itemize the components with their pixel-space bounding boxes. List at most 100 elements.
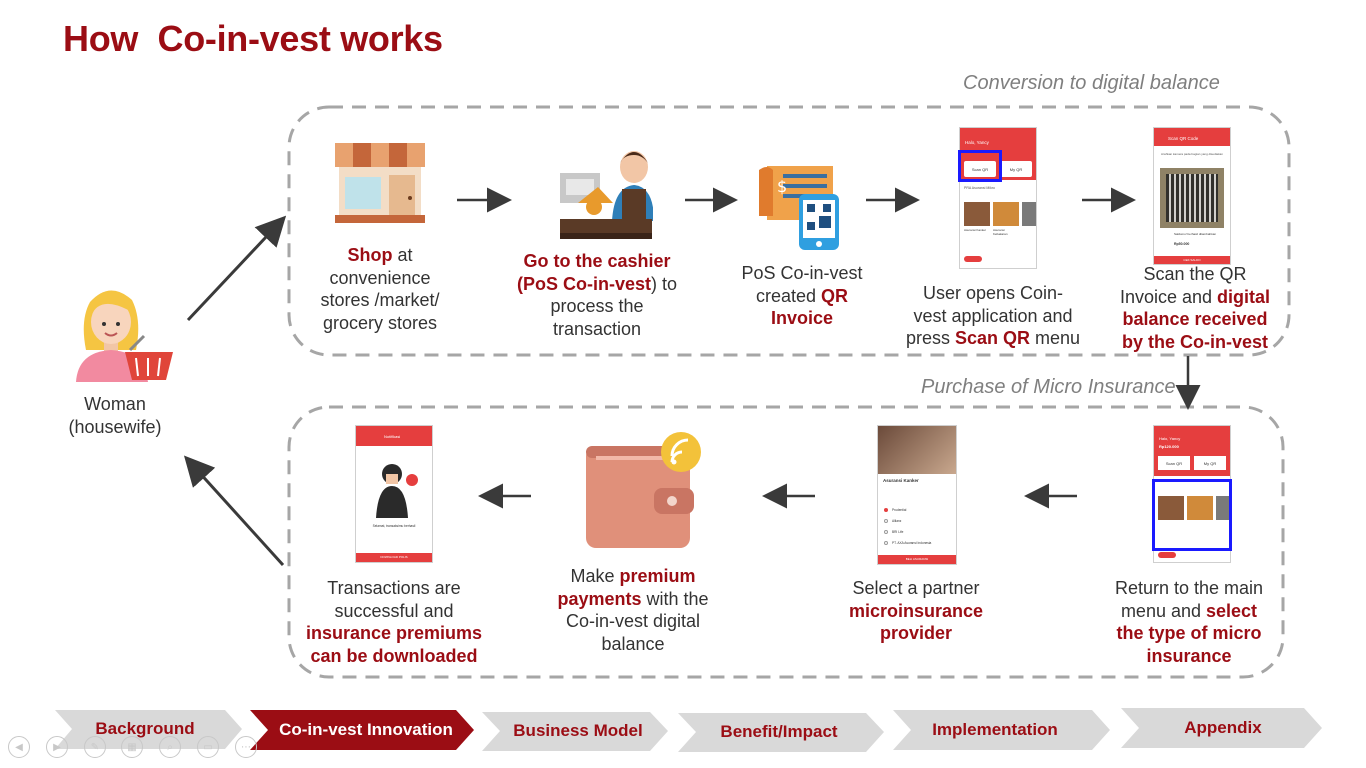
- caption-highlight: insurance: [1146, 645, 1232, 666]
- caption-segment: stores /market/: [320, 290, 440, 310]
- wallet-icon: [586, 432, 701, 548]
- svg-text:$: $: [777, 177, 787, 196]
- caption-highlight: can be downloaded: [310, 645, 478, 666]
- caption-line: successful and: [296, 600, 492, 623]
- caption-line: convenience: [300, 267, 460, 290]
- caption-segment: Co-in-vest digital: [565, 611, 701, 631]
- nav-tab-implementation[interactable]: Implementation: [932, 720, 1058, 739]
- nav-tab-business-model[interactable]: Business Model: [513, 721, 643, 740]
- caption-line: (PoS Co-in-vest) to: [507, 273, 687, 296]
- app-screen-scan: Scan QR Code Arahkan kamera pada bagian …: [1153, 127, 1231, 265]
- caption-segment: transaction: [552, 318, 642, 339]
- woman-label: Woman (housewife): [68, 394, 162, 437]
- caption-segment: PoS Co-in-vest: [741, 263, 863, 283]
- caption-line: Transactions are: [296, 577, 492, 600]
- caption-highlight: premium: [619, 566, 696, 586]
- caption-segment: menu: [1030, 328, 1081, 348]
- caption-line: vest application and: [900, 305, 1086, 328]
- caption-segment: convenience: [329, 267, 431, 288]
- nav-tab-background[interactable]: Background: [95, 719, 195, 738]
- caption-segment: User opens Coin-: [922, 283, 1064, 303]
- caption-highlight: Scan QR: [954, 328, 1031, 348]
- caption-line: press Scan QR menu: [900, 327, 1086, 350]
- qr-invoice-icon: $: [759, 166, 839, 250]
- caption-line: balance received: [1105, 308, 1285, 331]
- caption-line: insurance: [1099, 645, 1279, 668]
- caption-segment: created: [755, 285, 822, 306]
- caption-line: stores /market/: [300, 289, 460, 312]
- caption-segment: with the: [641, 588, 709, 609]
- caption-highlight: select: [1206, 600, 1258, 621]
- caption-segment: press: [905, 328, 955, 348]
- zoom-icon[interactable]: ⌕: [159, 736, 181, 758]
- caption-segment: successful and: [334, 600, 454, 621]
- insurance-photo: [878, 426, 956, 474]
- pen-icon[interactable]: ✎: [84, 736, 106, 758]
- caption-line: the type of micro: [1099, 622, 1279, 645]
- caption-highlight: insurance premiums: [305, 623, 483, 643]
- qr-code-icon: [1166, 174, 1218, 222]
- caption-line: transaction: [507, 318, 687, 341]
- insurance-type-highlight: [1152, 479, 1232, 551]
- caption-line: can be downloaded: [296, 645, 492, 668]
- screen-icon[interactable]: ▭: [197, 736, 219, 758]
- nav-tab-benefit-impact[interactable]: Benefit/Impact: [720, 722, 838, 741]
- caption-line: Co-in-vest digital: [540, 610, 726, 633]
- caption-segment: Transactions are: [327, 578, 461, 598]
- caption-highlight: digital: [1217, 286, 1271, 307]
- my-qr-button[interactable]: My QR: [1000, 161, 1032, 177]
- caption-line: payments with the: [540, 588, 726, 611]
- caption-line: Shop at: [300, 244, 460, 267]
- caption-line: Return to the main: [1099, 577, 1279, 600]
- scan-qr-button[interactable]: Scan QR: [1158, 456, 1190, 470]
- caption-line: process the: [507, 295, 687, 318]
- caption-line: microinsurance: [831, 600, 1001, 623]
- store-icon: [335, 143, 425, 223]
- next-slide-icon[interactable]: ▶: [46, 736, 68, 758]
- caption-highlight: by the Co-in-vest: [1121, 331, 1268, 352]
- scan-qr-button[interactable]: Scan QR: [964, 161, 996, 177]
- caption-line: Invoice and digital: [1105, 286, 1285, 309]
- scan-qr-highlight: [958, 150, 1002, 182]
- app-screen-success: Notifikasi Selamat, transaksimu berhasil…: [355, 425, 433, 563]
- app-screen-home: Halo, Yancy Scan QR My QR PRA Asuransi M…: [959, 127, 1037, 269]
- arrow-woman-to-shop: [186, 215, 287, 322]
- page-title: How Co-in-vest works: [63, 18, 443, 59]
- insurance-dashed-box: [287, 405, 1285, 679]
- caption-highlight: QR: [821, 285, 849, 306]
- caption-line: created QR: [722, 285, 882, 308]
- caption-line: menu and select: [1099, 600, 1279, 623]
- slides-grid-icon[interactable]: ▦: [121, 736, 143, 758]
- app-screen-provider: Asuransi Kanker Prudential Allianz BRI L…: [877, 425, 957, 565]
- caption-line: insurance premiums: [296, 622, 492, 645]
- caption-line: grocery stores: [300, 312, 460, 335]
- caption-line: PoS Co-in-vest: [722, 262, 882, 285]
- previous-slide-icon[interactable]: ◀: [8, 736, 30, 758]
- more-options-icon[interactable]: ⋯: [235, 736, 257, 758]
- section-label-conversion: Conversion to digital balance: [963, 72, 1220, 94]
- caption-highlight: Invoice: [770, 308, 834, 328]
- caption-segment: Return to the main: [1114, 578, 1264, 598]
- caption-highlight: Go to the cashier: [523, 251, 671, 271]
- caption-line: Go to the cashier: [507, 250, 687, 273]
- nav-tab-appendix[interactable]: Appendix: [1184, 718, 1262, 737]
- nav-tab-innovation[interactable]: Co-in-vest Innovation: [279, 720, 453, 739]
- my-qr-button[interactable]: My QR: [1194, 456, 1226, 470]
- caption-line: Scan the QR: [1105, 263, 1285, 286]
- caption-segment: vest application and: [913, 305, 1073, 326]
- caption-highlight: balance received: [1122, 309, 1268, 329]
- app-screen-menu: Halo, Yancy Rp120.000 Scan QR My QR: [1153, 425, 1231, 563]
- caption-segment: process the: [550, 296, 644, 316]
- caption-line: Select a partner: [831, 577, 1001, 600]
- caption-line: by the Co-in-vest: [1105, 331, 1285, 354]
- caption-line: Make premium: [540, 565, 726, 588]
